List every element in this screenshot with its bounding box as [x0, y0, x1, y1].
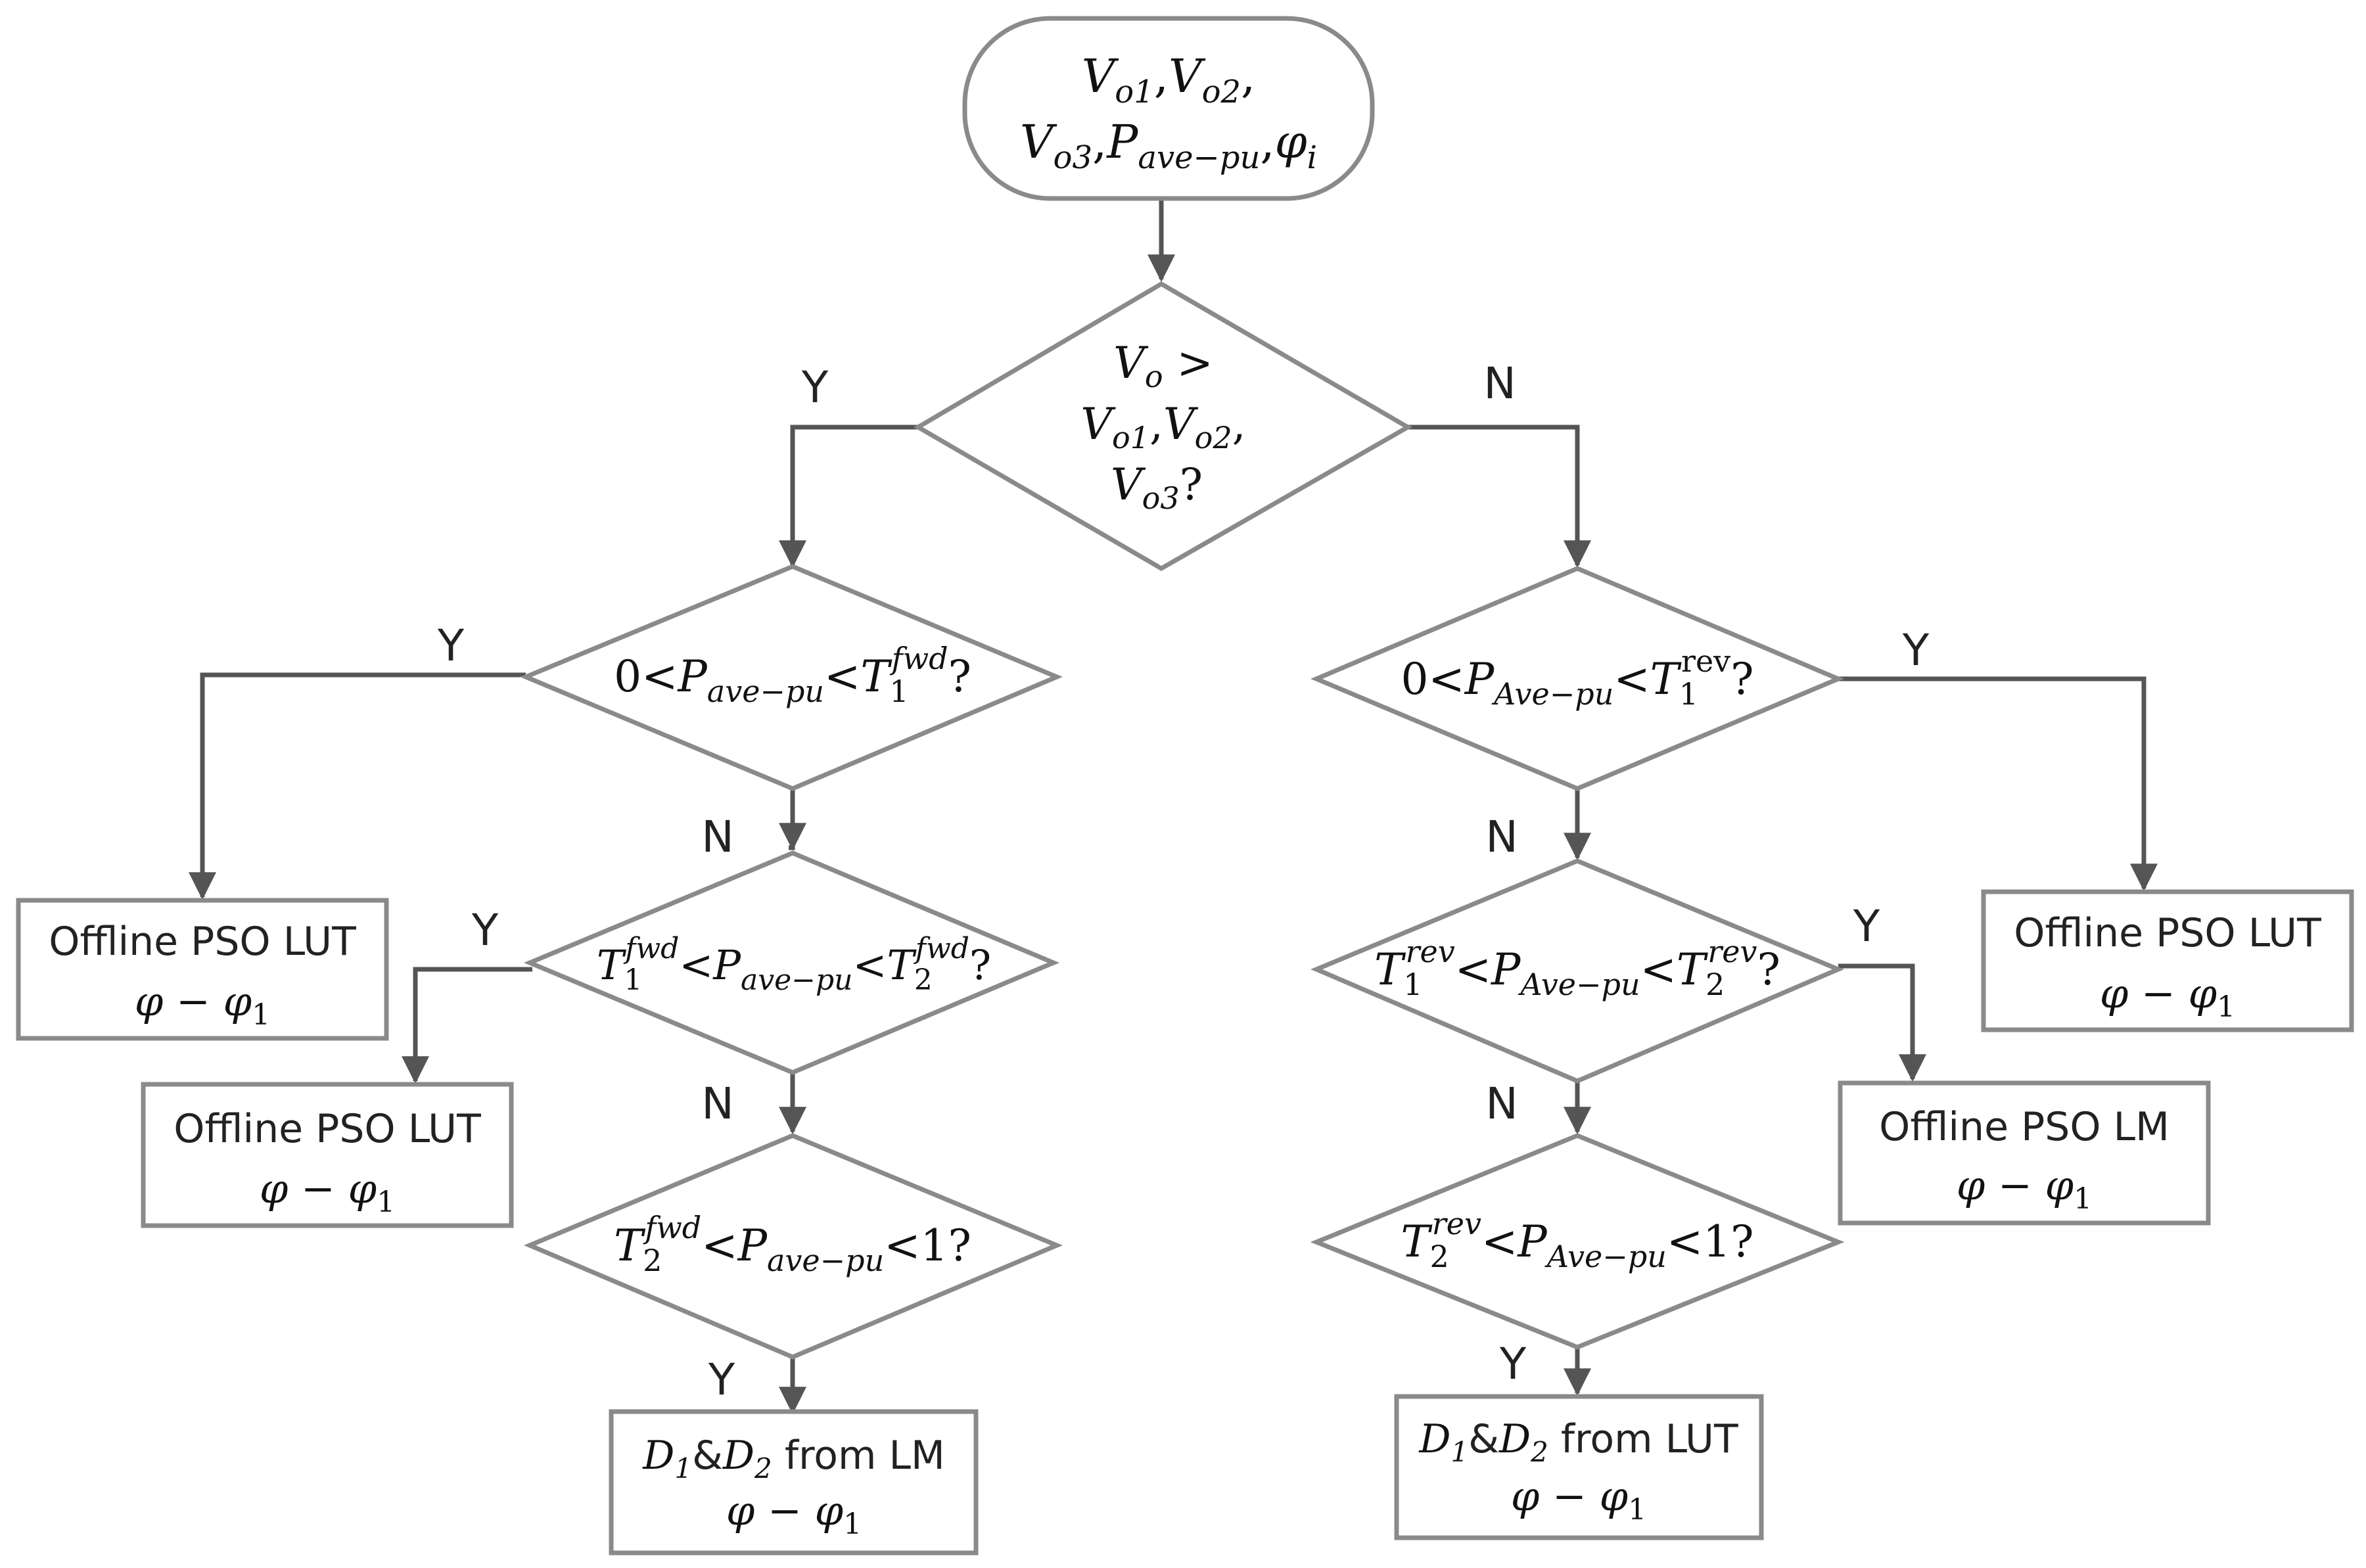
result-box-right-2-shape: [1838, 1080, 2211, 1226]
decision-vo-line-2: Vo1,Vo2,: [1080, 399, 1245, 455]
start-line-1: Vo1,Vo2,: [1082, 49, 1256, 110]
decision-left-1-shape: [519, 564, 1063, 791]
label-dL3-yes: Y: [708, 1354, 735, 1405]
result-box-left-2-sub: φ − φ1: [260, 1164, 395, 1219]
result-box-left-3-title: D1&D2 from LM: [642, 1433, 944, 1485]
conn-dL2-yes: [402, 967, 532, 1084]
label-dL2-yes: Y: [471, 905, 499, 956]
label-dR3-yes: Y: [1499, 1339, 1527, 1389]
decision-left-2-text: T1fwd<Pave−pu<T2fwd?: [597, 932, 991, 997]
decision-left-1: 0<Pave−pu<T1fwd?: [519, 564, 1063, 791]
conn-dR1-yes: [1838, 676, 2158, 892]
result-box-left-1-sub: φ − φ1: [135, 977, 270, 1032]
result-box-right-2: Offline PSO LM φ − φ1: [1838, 1080, 2211, 1226]
decision-vo-shape: [914, 281, 1413, 572]
decision-left-2: T1fwd<Pave−pu<T2fwd?: [523, 850, 1060, 1075]
label-dL1-no: N: [701, 812, 733, 862]
conn-dL1-yes: [189, 672, 526, 900]
result-box-left-2-title: Offline PSO LUT: [174, 1106, 481, 1152]
decision-left-1-text: 0<Pave−pu<T1fwd?: [614, 641, 971, 709]
label-dL2-no: N: [701, 1078, 733, 1129]
result-box-left-2: Offline PSO LUT φ − φ1: [141, 1082, 514, 1228]
decision-right-3-shape: [1310, 1133, 1845, 1350]
result-box-left-1-shape: [16, 898, 389, 1041]
label-dR2-no: N: [1485, 1078, 1518, 1129]
result-box-right-3-sub: φ − φ1: [1511, 1472, 1646, 1527]
decision-vo-line-1: Vo >: [1113, 338, 1213, 394]
decision-vo-check: Vo > Vo1,Vo2, Vo3?: [914, 281, 1413, 572]
conn-d0-no: [1408, 425, 1591, 568]
result-box-right-1-sub: φ − φ1: [2100, 969, 2235, 1024]
decision-right-2: T1rev<PAve−pu<T2rev?: [1310, 858, 1845, 1084]
label-dL1-yes: Y: [437, 620, 465, 671]
decision-left-3-shape: [523, 1133, 1063, 1360]
result-box-right-2-sub: φ − φ1: [1957, 1161, 2092, 1216]
result-box-right-1: Offline PSO LUT φ − φ1: [1981, 889, 2354, 1032]
label-dR1-yes: Y: [1902, 625, 1930, 676]
decision-right-3: T2rev<PAve−pu<1?: [1310, 1133, 1845, 1350]
decision-right-1-text: 0<PAve−pu<T1rev?: [1401, 643, 1753, 712]
label-dR2-yes: Y: [1853, 901, 1880, 952]
decision-left-3: T2fwd<Pave−pu<1?: [523, 1133, 1063, 1360]
decision-right-2-text: T1rev<PAve−pu<T2rev?: [1374, 934, 1780, 1002]
edge-labels: Y N Y N Y N Y Y N Y N Y: [437, 358, 1930, 1405]
result-box-left-3-sub: φ − φ1: [726, 1487, 862, 1541]
connectors: [189, 200, 2158, 1415]
conn-dR2-yes: [1838, 963, 1926, 1082]
result-box-right-1-shape: [1981, 889, 2354, 1032]
decision-vo-line-3: Vo3?: [1111, 459, 1203, 516]
start-shape: [962, 16, 1375, 201]
result-box-right-2-title: Offline PSO LM: [1879, 1104, 2169, 1150]
result-box-left-2-shape: [141, 1082, 514, 1228]
decision-left-3-text: T2fwd<Pave−pu<1?: [614, 1210, 971, 1278]
result-box-left-3: D1&D2 from LM φ − φ1: [609, 1409, 979, 1556]
start-terminal: Vo1,Vo2, Vo3,Pave−pu,φi: [962, 16, 1375, 201]
result-box-left-1: Offline PSO LUT φ − φ1: [16, 898, 389, 1041]
result-box-right-3: D1&D2 from LUT φ − φ1: [1394, 1394, 1764, 1540]
result-box-right-3-shape: [1394, 1394, 1764, 1540]
decision-left-2-shape: [523, 850, 1060, 1075]
result-box-left-3-shape: [609, 1409, 979, 1556]
conn-d0-yes: [779, 425, 918, 568]
result-box-right-1-title: Offline PSO LUT: [2014, 910, 2321, 956]
label-d0-no: N: [1483, 358, 1516, 409]
start-line-2: Vo3,Pave−pu,φi: [1020, 115, 1317, 176]
result-box-right-3-title: D1&D2 from LUT: [1418, 1416, 1738, 1468]
decision-right-3-text: T2rev<PAve−pu<1?: [1401, 1206, 1753, 1274]
decision-right-1: 0<PAve−pu<T1rev?: [1310, 566, 1845, 791]
result-box-left-1-title: Offline PSO LUT: [49, 919, 356, 965]
label-dR1-no: N: [1485, 812, 1518, 862]
decision-right-1-shape: [1310, 566, 1845, 791]
decision-right-2-shape: [1310, 858, 1845, 1084]
label-d0-yes: Y: [801, 362, 829, 413]
